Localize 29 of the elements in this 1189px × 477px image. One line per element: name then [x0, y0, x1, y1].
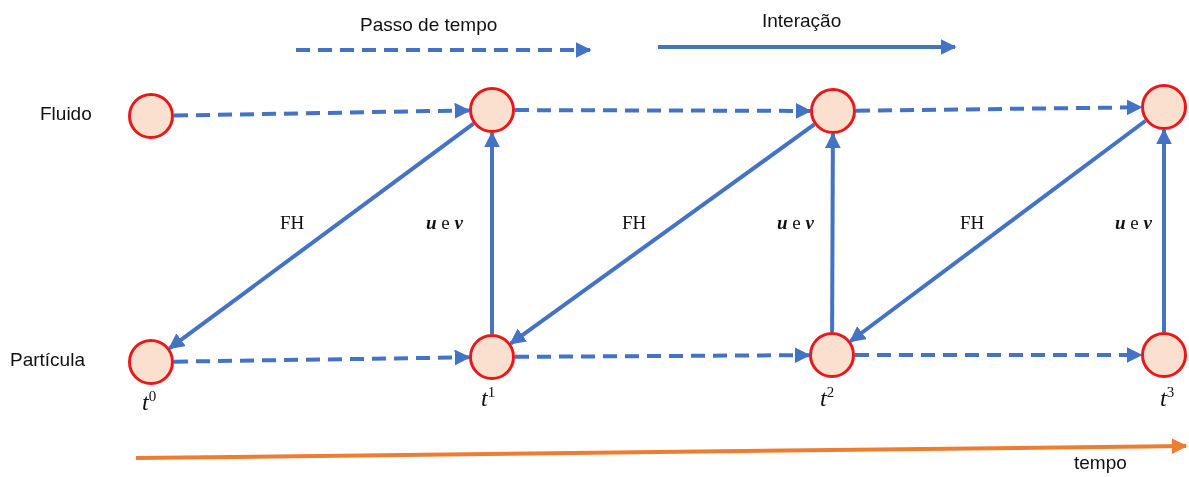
- legend-label: Interação: [762, 10, 842, 32]
- arrow: [515, 347, 811, 364]
- time-label: t$^{2}$: [820, 384, 835, 412]
- state-circle: [469, 334, 515, 380]
- arrow: [856, 99, 1143, 116]
- state-circle: [128, 339, 174, 385]
- time-label: t$^{0}$: [142, 388, 157, 416]
- row-label: Fluido: [40, 103, 92, 125]
- arrow: [1156, 128, 1172, 332]
- arrow: [484, 131, 500, 334]
- arrow: [515, 102, 812, 119]
- state-circle: [809, 332, 855, 378]
- arrow: [173, 102, 471, 119]
- arrow: [824, 132, 841, 332]
- state-circle: [1141, 332, 1187, 378]
- arrow: [855, 347, 1143, 363]
- time-label: t$^{3}$: [1160, 384, 1175, 412]
- legend-label: Passo de tempo: [360, 14, 498, 36]
- state-circle: [1141, 84, 1187, 130]
- axis-label: tempo: [1074, 452, 1127, 474]
- arrow: [173, 349, 471, 366]
- time-label: t$^{1}$: [481, 384, 496, 412]
- arrow: [509, 122, 816, 346]
- arrow: [849, 119, 1147, 343]
- state-circle: [810, 88, 856, 134]
- state-circle: [128, 93, 174, 139]
- row-label: Partícula: [10, 349, 85, 371]
- arrow: [168, 122, 475, 350]
- state-circle: [469, 87, 515, 133]
